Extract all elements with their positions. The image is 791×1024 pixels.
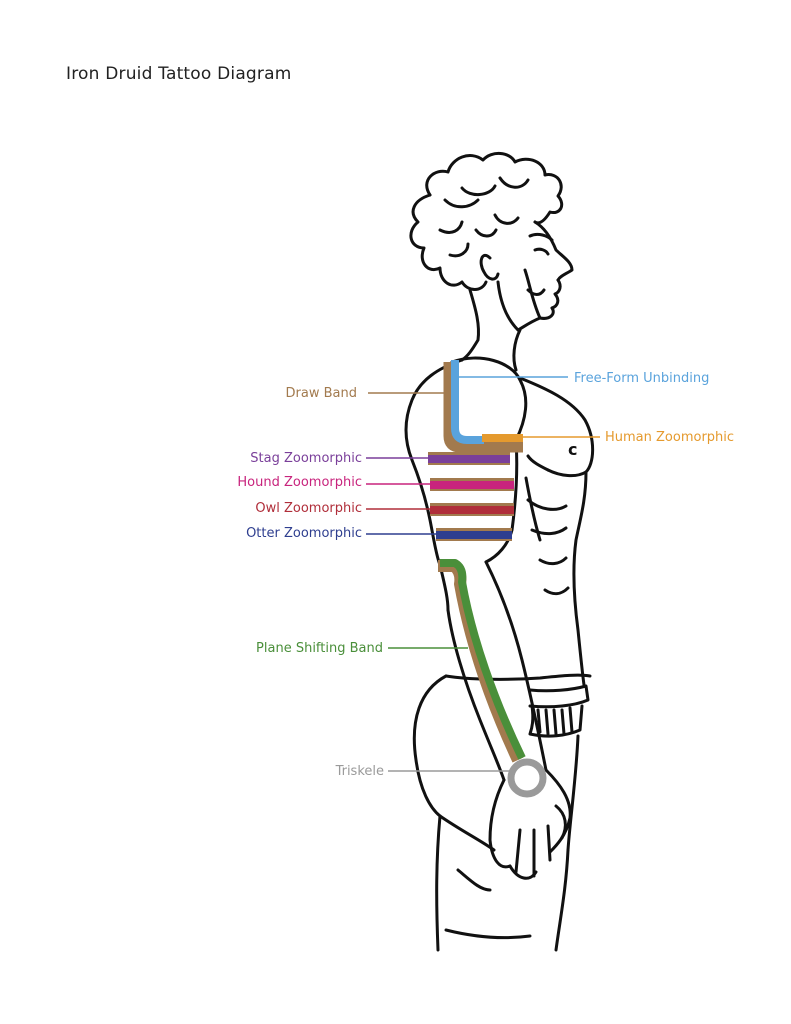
stag-zoomorphic-band <box>428 452 510 465</box>
hound-zoomorphic-band <box>430 478 514 491</box>
otter-zoomorphic-band <box>436 528 512 541</box>
label-human-zoomorphic: Human Zoomorphic <box>605 430 734 445</box>
label-otter-zoomorphic: Otter Zoomorphic <box>246 526 362 541</box>
figure-outline <box>406 153 593 950</box>
label-free-form-unbinding: Free-Form Unbinding <box>574 371 709 386</box>
label-stag-zoomorphic: Stag Zoomorphic <box>250 451 362 466</box>
chest-letter: c <box>568 440 577 459</box>
label-hound-zoomorphic: Hound Zoomorphic <box>237 475 362 490</box>
triskele-tattoo <box>511 762 543 794</box>
label-plane-shifting-band: Plane Shifting Band <box>256 641 383 656</box>
plane-shifting-band-tattoo <box>440 563 522 758</box>
label-draw-band: Draw Band <box>286 386 357 401</box>
free-form-unbinding-tattoo <box>455 360 484 440</box>
label-triskele: Triskele <box>335 764 384 779</box>
label-owl-zoomorphic: Owl Zoomorphic <box>255 501 362 516</box>
owl-zoomorphic-band <box>430 503 514 516</box>
draw-band-tattoo <box>450 362 523 446</box>
